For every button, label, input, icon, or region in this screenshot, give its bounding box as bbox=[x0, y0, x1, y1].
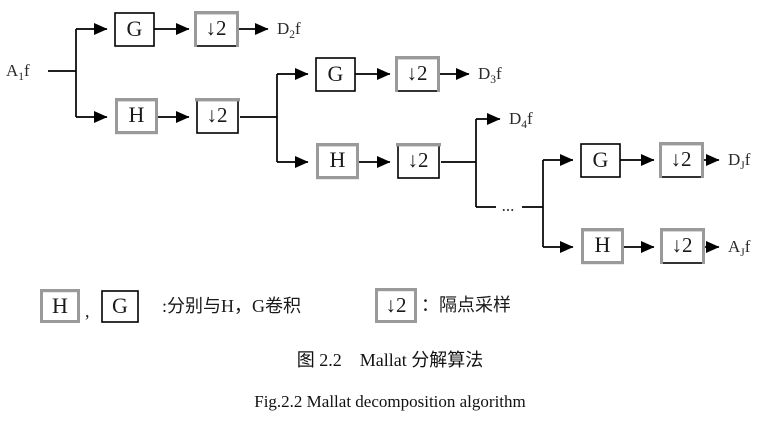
stage2-g-label: G bbox=[328, 61, 344, 86]
output-label-DJf: DJf bbox=[728, 150, 751, 172]
legend-convolution-text: :分别与H，G卷积 bbox=[162, 296, 301, 316]
stageJ-g-block: G bbox=[580, 143, 621, 178]
stage1-h-downsample-block: ↓2 bbox=[195, 98, 240, 134]
stage1-h-label: H bbox=[129, 102, 145, 127]
legend-separator: , bbox=[85, 301, 90, 321]
stage2-g-downsample-block: ↓2 bbox=[395, 56, 440, 92]
output-label-D4f: D4f bbox=[509, 109, 533, 131]
input-label-A1f: A1f bbox=[6, 61, 30, 83]
legend-h-label: H bbox=[52, 293, 68, 318]
stage1-g-downsample-block: ↓2 bbox=[194, 11, 239, 47]
figure-caption-en: Fig.2.2 Mallat decomposition algorithm bbox=[254, 392, 526, 411]
stage1-g-down-label: ↓2 bbox=[206, 16, 227, 40]
output-label-D2f: D2f bbox=[277, 19, 301, 41]
legend-down-label: ↓2 bbox=[386, 293, 407, 317]
stage1-g-block: G bbox=[114, 12, 155, 47]
stage1-g-label: G bbox=[127, 16, 143, 41]
legend-downsample-block: ↓2 bbox=[375, 288, 417, 323]
stageJ-h-label: H bbox=[595, 232, 611, 257]
stageJ-g-down-label: ↓2 bbox=[671, 147, 692, 171]
stage2-h-down-label: ↓2 bbox=[408, 148, 429, 172]
stage1-h-down-label: ↓2 bbox=[207, 103, 228, 127]
stage2-h-block: H bbox=[316, 143, 359, 180]
stageJ-g-downsample-block: ↓2 bbox=[659, 142, 704, 178]
legend-g-block: G bbox=[101, 290, 139, 323]
legend-downsample-text: ：隔点采样 bbox=[421, 295, 511, 315]
figure-caption-cn: 图 2.2 Mallat 分解算法 bbox=[297, 350, 484, 370]
output-label-AJf: AJf bbox=[728, 237, 751, 259]
legend-h-block: H bbox=[40, 289, 80, 323]
stageJ-g-label: G bbox=[593, 147, 609, 172]
stage2-g-block: G bbox=[315, 57, 356, 92]
stageJ-h-downsample-block: ↓2 bbox=[660, 228, 705, 264]
legend-g-label: G bbox=[112, 293, 128, 318]
stage2-h-downsample-block: ↓2 bbox=[396, 143, 441, 179]
stageJ-h-down-label: ↓2 bbox=[672, 233, 693, 257]
stage2-g-down-label: ↓2 bbox=[407, 61, 428, 85]
output-label-D3f: D3f bbox=[478, 64, 502, 86]
stageJ-h-block: H bbox=[581, 228, 624, 265]
stage2-h-label: H bbox=[330, 147, 346, 172]
stage1-h-block: H bbox=[115, 98, 158, 135]
continuation-ellipsis: ... bbox=[502, 196, 515, 215]
